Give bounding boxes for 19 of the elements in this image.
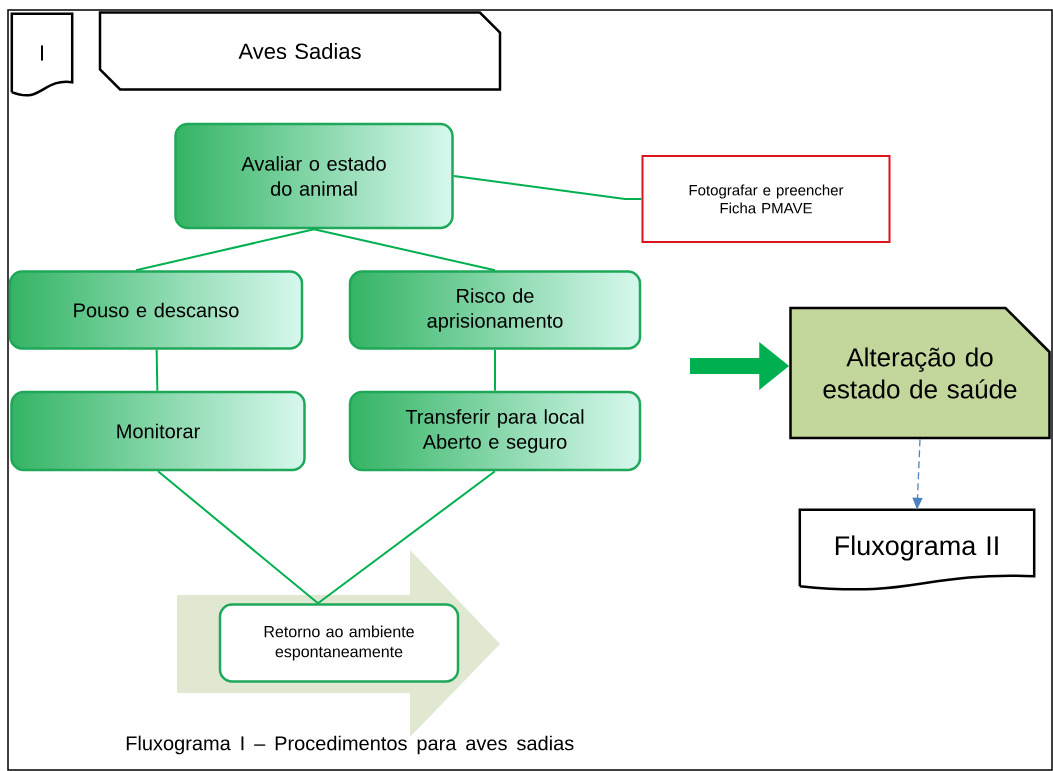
note-box: Fotografar e preencher Ficha PMAVE: [641, 155, 891, 243]
condition-box: Alteração do estado de saúde: [789, 306, 1051, 440]
document-shape: I: [10, 12, 74, 97]
connector-line: [155, 348, 159, 392]
process-box: Risco de aprisionamento: [348, 270, 642, 350]
connector-line: [452, 175, 643, 200]
process-box: Avaliar o estado do animal: [174, 122, 454, 230]
connector-line: [157, 470, 319, 605]
title-box: Aves Sadias: [98, 11, 502, 91]
connector-line: [494, 348, 496, 392]
process-box: Monitorar: [10, 390, 306, 472]
document-shape: Fluxograma II: [798, 508, 1036, 591]
caption: Fluxograma I – Procedimentos para aves sadias: [126, 735, 574, 755]
connector-line: [313, 228, 496, 272]
connector-line: [317, 470, 496, 605]
process-box: Transferir para local Aberto e seguro: [348, 390, 642, 472]
result-box: Retorno ao ambiente espontaneamente: [218, 603, 460, 683]
connector-line: [135, 228, 315, 272]
process-box: Pouso e descanso: [8, 270, 304, 350]
